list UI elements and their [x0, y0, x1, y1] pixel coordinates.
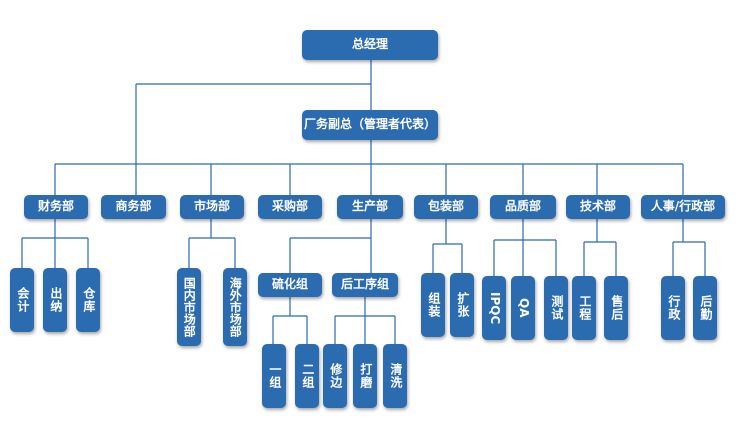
node-post-process-group: 后工序组 [332, 273, 398, 297]
node-trimming: 修边 [323, 344, 347, 408]
node-assembly: 组装 [421, 273, 445, 337]
node-cleaning: 清洗 [383, 344, 407, 408]
node-testing: 测试 [544, 276, 568, 340]
node-hr-admin-dept: 人事/行政部 [641, 195, 725, 219]
node-cashier: 出纳 [43, 268, 67, 332]
node-group-two: 二组 [295, 344, 319, 408]
node-business-dept: 商务部 [101, 195, 166, 219]
node-group-one: 一组 [262, 344, 286, 408]
node-ipqc: IPQC [482, 276, 506, 340]
node-polishing: 打磨 [353, 344, 377, 408]
node-finance-dept: 财务部 [24, 195, 88, 219]
node-expansion: 扩张 [450, 273, 474, 337]
node-market-dept: 市场部 [180, 195, 244, 219]
node-domestic-market: 国内市场部 [177, 268, 201, 346]
node-vulcanization-group: 硫化组 [258, 273, 322, 297]
node-general-manager: 总经理 [302, 30, 438, 60]
node-deputy-gm: 厂务副总（管理者代表） [302, 110, 438, 140]
node-tech-dept: 技术部 [566, 195, 630, 219]
node-packaging-dept: 包装部 [414, 195, 478, 219]
node-accounting: 会计 [10, 268, 34, 332]
node-engineering: 工程 [572, 276, 596, 340]
node-warehouse: 仓库 [76, 268, 100, 332]
node-after-sales: 售后 [604, 276, 628, 340]
node-administration: 行政 [661, 276, 685, 340]
node-overseas-market: 海外市场部 [223, 268, 247, 346]
node-quality-dept: 品质部 [490, 195, 556, 219]
node-production-dept: 生产部 [337, 195, 403, 219]
node-logistics: 后勤 [693, 276, 717, 340]
node-purchase-dept: 采购部 [258, 195, 322, 219]
node-qa: QA [511, 276, 535, 340]
